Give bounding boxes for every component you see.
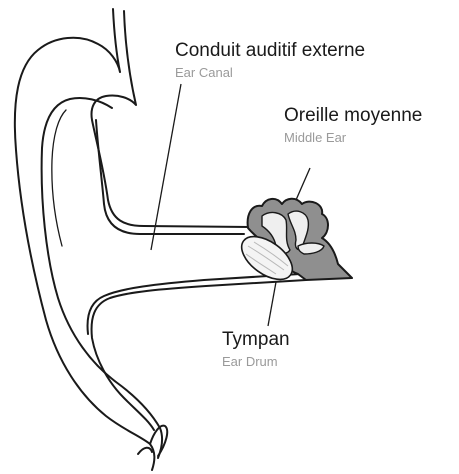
antihelix-outline bbox=[42, 98, 163, 458]
middle-ear-leader-line bbox=[296, 168, 310, 200]
concha-floor-outline bbox=[96, 120, 244, 234]
ear-drum-leader-line bbox=[268, 282, 276, 326]
ear-canal-label: Conduit auditif externe bbox=[175, 41, 365, 60]
ear-canal-leader-line bbox=[151, 84, 181, 250]
ear-drum-label: Tympan bbox=[222, 330, 290, 349]
middle-ear-label: Oreille moyenne bbox=[284, 106, 422, 125]
outer-ear-outline bbox=[15, 9, 155, 470]
lobe-curl-left bbox=[138, 448, 152, 454]
ear-drum-sublabel: Ear Drum bbox=[222, 355, 278, 368]
ear-canal-sublabel: Ear Canal bbox=[175, 66, 233, 79]
middle-ear-sublabel: Middle Ear bbox=[284, 131, 346, 144]
antihelix-fold bbox=[52, 110, 66, 246]
